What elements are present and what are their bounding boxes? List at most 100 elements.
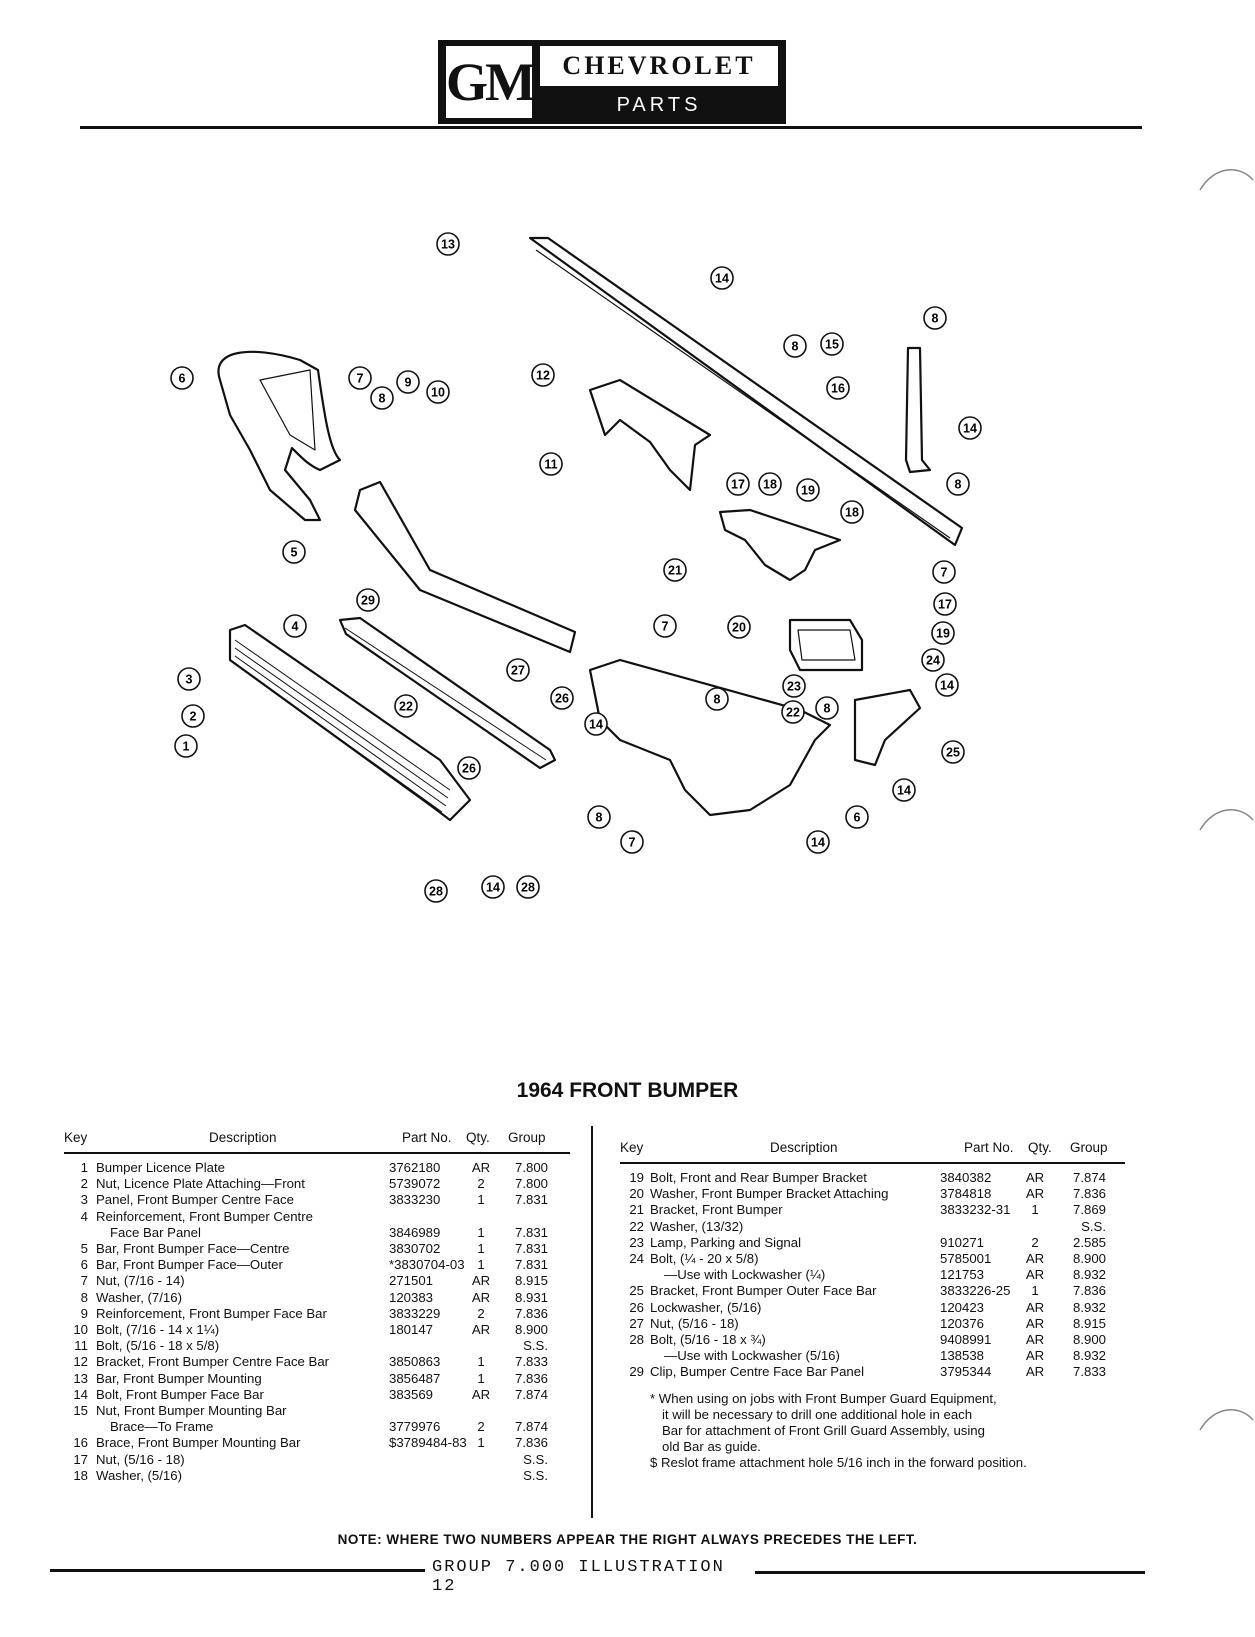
footnote-line: * When using on jobs with Front Bumper G…	[650, 1390, 997, 1406]
row-part-no: 3833226-25	[940, 1283, 1011, 1299]
callout-14: 14	[584, 712, 608, 736]
row-qty: AR	[1025, 1364, 1045, 1380]
header-group: Group	[508, 1130, 546, 1145]
callout-number: 14	[486, 881, 500, 895]
row-description: —Use with Lockwasher (5/16)	[664, 1348, 840, 1364]
callout-1: 1	[174, 734, 198, 758]
callout-number: 8	[824, 702, 831, 716]
row-key: 3	[80, 1192, 88, 1208]
row-qty: AR	[1025, 1267, 1045, 1283]
part-centre-face-panel	[228, 623, 472, 822]
brand-name: CHEVROLET	[540, 46, 778, 86]
callout-number: 25	[946, 746, 960, 760]
row-key: 4	[80, 1208, 88, 1224]
row-part-no: 120423	[940, 1299, 985, 1315]
row-description: Bar, Front Bumper Face—Outer	[96, 1257, 283, 1273]
row-key: 6	[80, 1257, 88, 1273]
row-part-no: 3833229	[389, 1305, 441, 1321]
row-description: Bracket, Front Bumper Centre Face Bar	[96, 1354, 330, 1370]
row-key: 7	[80, 1273, 88, 1289]
row-key: 21	[629, 1202, 644, 1218]
header-part-no: Part No.	[964, 1140, 1014, 1155]
row-part-no: $3789484-83	[389, 1435, 467, 1451]
row-part-no: 3846989	[389, 1224, 441, 1240]
callout-number: 9	[405, 376, 412, 390]
row-key: 8	[80, 1289, 88, 1305]
row-part-no: 3840382	[940, 1170, 992, 1185]
row-group: 8.931	[514, 1289, 548, 1305]
callout-number: 18	[845, 506, 859, 520]
row-description: Clip, Bumper Centre Face Bar Panel	[650, 1364, 865, 1380]
callout-26: 26	[550, 686, 574, 710]
callout-8: 8	[587, 805, 611, 829]
header-qty: Qty.	[466, 1130, 490, 1145]
row-part-no: 138538	[940, 1348, 985, 1364]
row-key: 16	[73, 1435, 88, 1451]
callout-2: 2	[181, 704, 205, 728]
row-key: 2	[80, 1176, 88, 1192]
row-qty: 1	[477, 1241, 485, 1256]
callout-number: 8	[714, 693, 721, 707]
row-qty: AR	[1025, 1315, 1045, 1331]
callout-23: 23	[782, 674, 806, 698]
callout-13: 13	[436, 232, 460, 256]
footer-rule-left	[50, 1569, 425, 1572]
row-description: Washer, (13/32)	[650, 1218, 744, 1234]
note-text: NOTE: WHERE TWO NUMBERS APPEAR THE RIGHT…	[337, 1532, 918, 1547]
row-qty: AR	[1025, 1170, 1045, 1185]
row-description: Lamp, Parking and Signal	[650, 1234, 802, 1250]
row-key: 13	[73, 1370, 88, 1386]
header-description: Description	[209, 1130, 277, 1145]
row-key: 27	[629, 1315, 644, 1331]
row-group: 7.831	[514, 1241, 548, 1256]
callout-14: 14	[806, 830, 830, 854]
row-part-no: 3856487	[389, 1370, 441, 1386]
row-description: —Use with Lockwasher (¼)	[664, 1267, 826, 1283]
row-group: S.S.	[523, 1467, 548, 1483]
part-centre-face-bar	[353, 480, 577, 654]
row-description: Bar, Front Bumper Face—Centre	[96, 1241, 290, 1256]
callout-number: 14	[897, 784, 911, 798]
row-key: 28	[629, 1332, 644, 1347]
callout-7: 7	[653, 614, 677, 638]
row-description: Washer, Front Bumper Bracket Attaching	[650, 1186, 889, 1202]
row-qty: AR	[471, 1386, 491, 1402]
row-description: Reinforcement, Front Bumper Centre	[96, 1208, 313, 1224]
row-qty: 1	[1031, 1283, 1039, 1299]
row-group: 8.915	[514, 1273, 548, 1289]
callout-8: 8	[946, 472, 970, 496]
row-key: 17	[73, 1451, 88, 1467]
row-part-no: 120383	[389, 1289, 434, 1305]
callout-7: 7	[932, 560, 956, 584]
table-row: 4 Reinforcement, Front Bumper Centre	[64, 1209, 570, 1225]
callout-number: 21	[668, 564, 682, 578]
row-group: 7.836	[514, 1435, 548, 1451]
gm-chevrolet-logo: GM CHEVROLET PARTS CATALOGUE	[438, 40, 786, 146]
row-description: Bolt, (7/16 - 14 x 1¼)	[96, 1322, 220, 1337]
row-description: Bracket, Front Bumper Outer Face Bar	[650, 1283, 877, 1299]
callout-number: 26	[555, 692, 569, 706]
row-qty: AR	[471, 1289, 491, 1305]
row-group: 7.800	[514, 1176, 548, 1192]
row-qty: 2	[477, 1305, 485, 1321]
row-group: 7.831	[514, 1192, 548, 1208]
row-key: 29	[629, 1364, 644, 1380]
row-group: S.S.	[523, 1338, 548, 1354]
callout-8: 8	[815, 696, 839, 720]
row-description: Face Bar Panel	[110, 1224, 201, 1240]
row-qty: 1	[1031, 1202, 1039, 1218]
callout-5: 5	[282, 540, 306, 564]
callout-number: 28	[429, 885, 443, 899]
